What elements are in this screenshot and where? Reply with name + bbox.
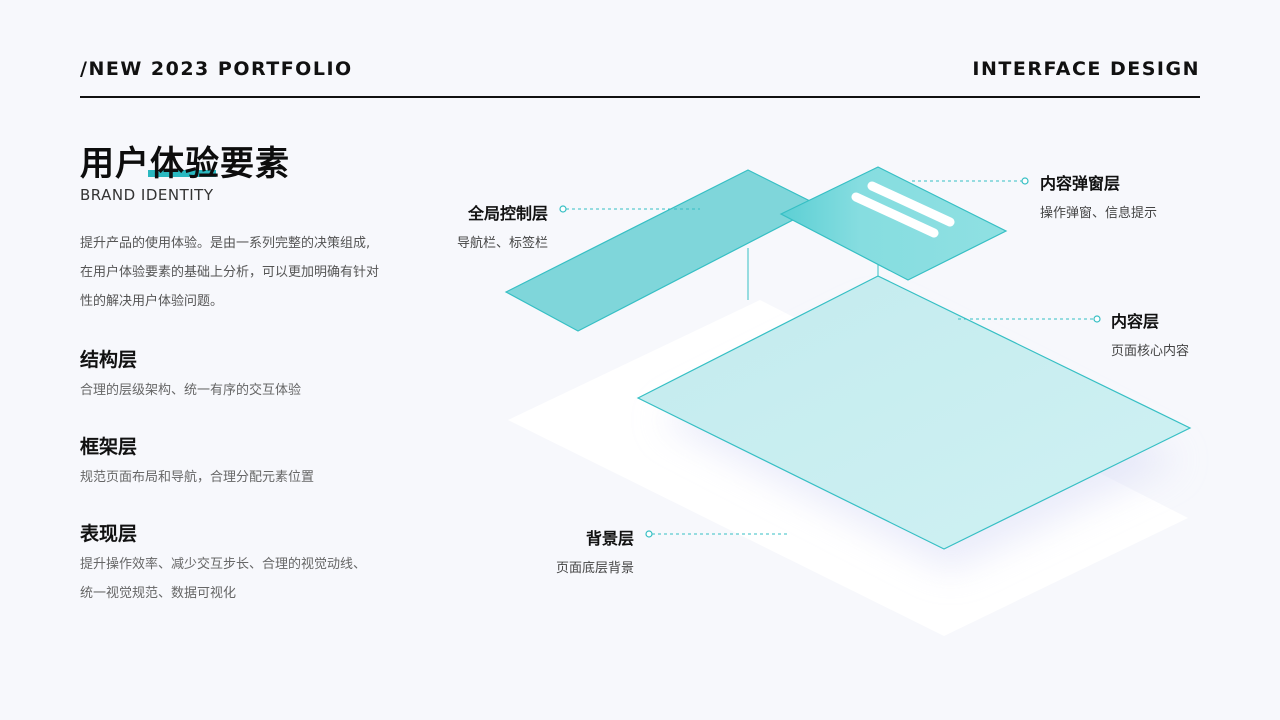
section-desc-line: 规范页面布局和导航，合理分配元素位置 bbox=[80, 470, 315, 485]
label-background-layer: 背景层 页面底层背景 bbox=[520, 525, 634, 576]
header-right-text: INTERFACE DESIGN bbox=[972, 58, 1200, 80]
layer-name: 全局控制层 bbox=[467, 204, 548, 223]
header-divider bbox=[80, 96, 1200, 98]
label-global-layer: 全局控制层 导航栏、标签栏 bbox=[430, 200, 548, 251]
section-desc-line: 统一视觉规范、数据可视化 bbox=[80, 586, 237, 601]
content-layer bbox=[636, 275, 1192, 550]
callout-dot bbox=[645, 530, 653, 538]
layer-sub: 页面核心内容 bbox=[1111, 344, 1190, 359]
page-subtitle: BRAND IDENTITY bbox=[80, 186, 214, 204]
intro-line: 在用户体验要素的基础上分析，可以更加明确有针对 bbox=[80, 265, 380, 280]
layer-name: 内容层 bbox=[1111, 312, 1160, 331]
page-title-text: 用户体验要素 bbox=[80, 144, 290, 184]
popup-bar-icon bbox=[851, 192, 939, 238]
intro-line: 提升产品的使用体验。是由一系列完整的决策组成, bbox=[80, 236, 371, 251]
header-left-text: /NEW 2023 PORTFOLIO bbox=[80, 58, 353, 80]
callout-dot bbox=[1093, 315, 1101, 323]
section-desc-line: 合理的层级架构、统一有序的交互体验 bbox=[80, 383, 302, 398]
label-content-layer: 内容层 页面核心内容 bbox=[1111, 308, 1189, 359]
section-heading: 表现层 bbox=[80, 523, 138, 545]
intro-line: 性的解决用户体验问题。 bbox=[80, 294, 224, 309]
section-desc: 合理的层级架构、统一有序的交互体验 bbox=[80, 376, 301, 405]
popup-bar-icon bbox=[867, 181, 955, 227]
section-skeleton: 框架层 规范页面布局和导航，合理分配元素位置 bbox=[80, 432, 314, 492]
section-desc-line: 提升操作效率、减少交互步长、合理的视觉动线、 bbox=[80, 557, 367, 572]
page-title: 用户体验要素 bbox=[80, 136, 290, 185]
callout-dot bbox=[1021, 177, 1029, 185]
popup-layer bbox=[779, 166, 1008, 281]
label-popup-layer: 内容弹窗层 操作弹窗、信息提示 bbox=[1040, 170, 1157, 221]
title-highlight bbox=[148, 170, 216, 177]
intro-paragraph: 提升产品的使用体验。是由一系列完整的决策组成, 在用户体验要素的基础上分析，可以… bbox=[80, 229, 410, 316]
layer-name: 内容弹窗层 bbox=[1040, 174, 1121, 193]
layer-name: 背景层 bbox=[585, 529, 634, 548]
section-structure: 结构层 合理的层级架构、统一有序的交互体验 bbox=[80, 345, 301, 405]
section-desc: 提升操作效率、减少交互步长、合理的视觉动线、 统一视觉规范、数据可视化 bbox=[80, 550, 366, 608]
section-desc: 规范页面布局和导航，合理分配元素位置 bbox=[80, 463, 314, 492]
section-surface: 表现层 提升操作效率、减少交互步长、合理的视觉动线、 统一视觉规范、数据可视化 bbox=[80, 519, 366, 608]
section-heading: 框架层 bbox=[80, 436, 138, 458]
section-heading: 结构层 bbox=[80, 349, 138, 371]
layer-sub: 操作弹窗、信息提示 bbox=[1040, 206, 1158, 221]
callout-dot bbox=[559, 205, 567, 213]
layer-sub: 导航栏、标签栏 bbox=[456, 236, 548, 251]
layer-sub: 页面底层背景 bbox=[555, 561, 634, 576]
